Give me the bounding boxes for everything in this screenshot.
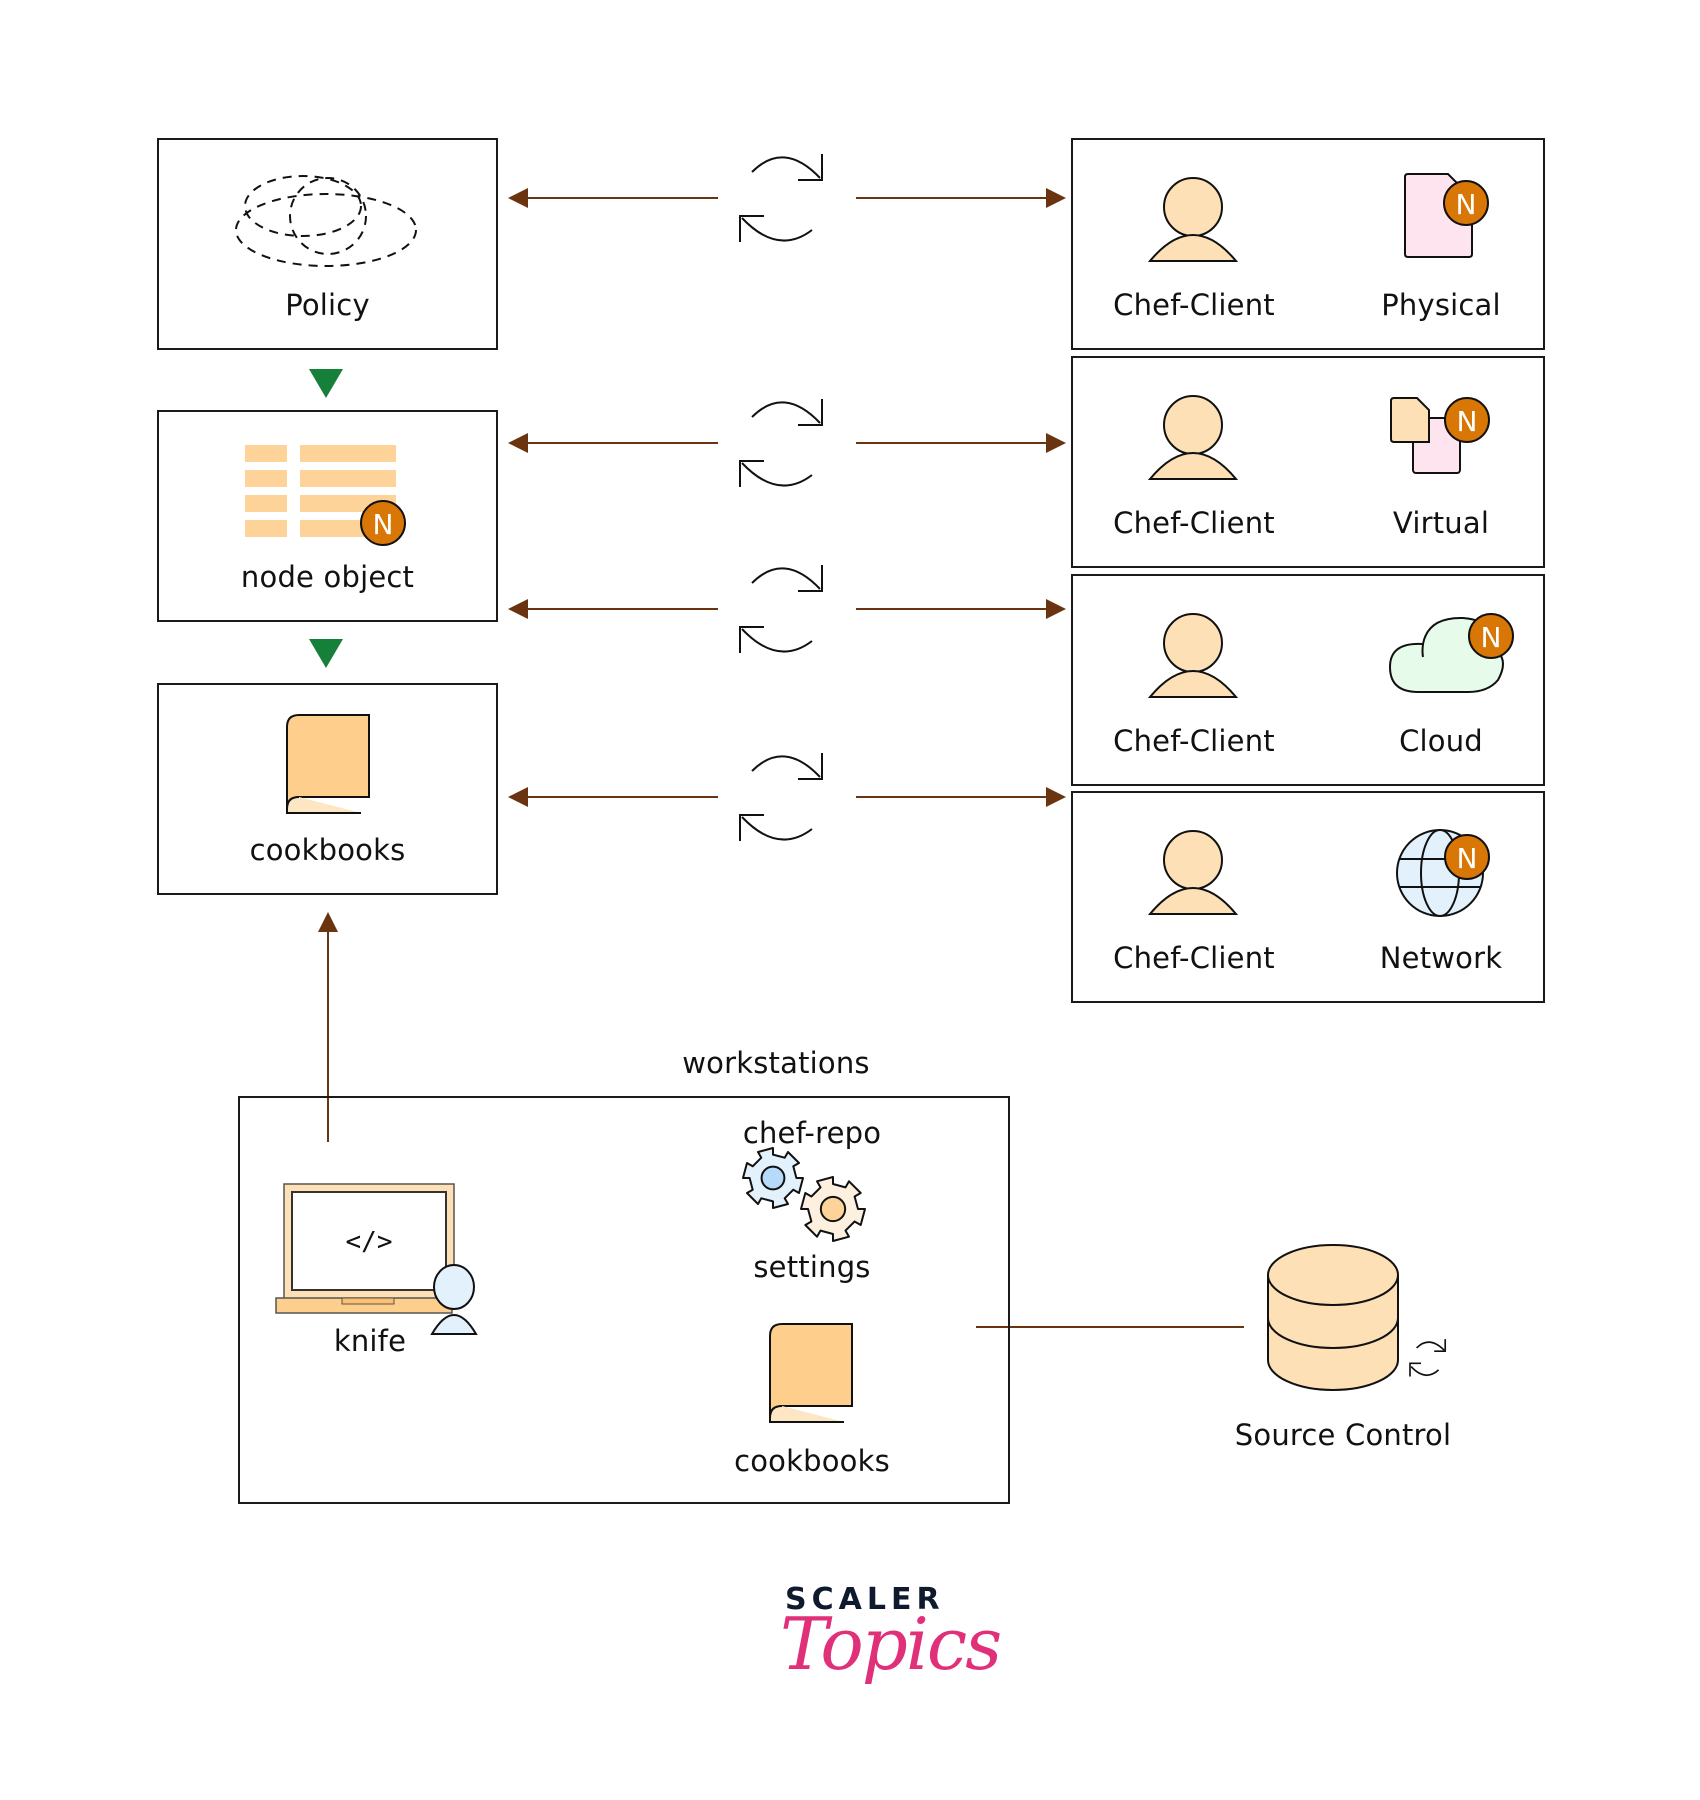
cloud-icon: N: [1388, 613, 1514, 693]
node-box-virtual[interactable]: Chef-Client N Virtual: [1071, 356, 1545, 568]
settings-gears-icon: [742, 1147, 866, 1242]
virtual-documents-icon: N: [1390, 397, 1490, 474]
user-person-icon: [430, 1264, 478, 1335]
node-box-network[interactable]: Chef-Client N Network: [1071, 791, 1545, 1003]
chef-client-label: Chef-Client: [1113, 724, 1275, 758]
sync-icon: [739, 753, 823, 841]
cookbooks-box[interactable]: cookbooks: [157, 683, 498, 895]
svg-text:N: N: [1457, 405, 1478, 438]
svg-text:N: N: [1481, 621, 1502, 654]
cookbooks-label: cookbooks: [249, 833, 406, 867]
chef-repo-label: chef-repo: [742, 1116, 882, 1150]
node-object-label: node object: [240, 560, 415, 594]
sync-icon: [739, 399, 823, 487]
chef-client-label: Chef-Client: [1113, 288, 1275, 322]
sync-icon: [739, 154, 823, 242]
svg-text:N: N: [1456, 188, 1477, 221]
workstations-title: workstations: [682, 1046, 870, 1080]
chef-client-label: Chef-Client: [1113, 506, 1275, 540]
policy-box[interactable]: Policy: [157, 138, 498, 350]
sync-icon: [1409, 1339, 1447, 1377]
flow-down-triangle-1: [309, 369, 343, 398]
settings-label: settings: [753, 1250, 871, 1284]
sync-icon: [739, 565, 823, 653]
svg-text:</>: </>: [346, 1227, 393, 1257]
node-badge-icon: N: [1444, 397, 1490, 443]
chef-client-person-icon: [1147, 177, 1239, 262]
source-control-database-icon[interactable]: [1260, 1240, 1460, 1400]
settings-gear-blue-icon: [742, 1147, 804, 1209]
settings-gear-orange-icon: [800, 1176, 866, 1242]
node-badge-icon: N: [1443, 180, 1489, 226]
brand-scaler: SCALER: [785, 1582, 945, 1617]
node-badge-icon: N: [1468, 613, 1514, 659]
node-box-physical[interactable]: Chef-Client N Physical: [1071, 138, 1545, 350]
flow-down-triangle-2: [309, 639, 343, 668]
physical-label: Physical: [1381, 288, 1501, 322]
network-label: Network: [1379, 941, 1503, 975]
cookbook-book-icon: [286, 714, 370, 814]
node-object-box[interactable]: N node object: [157, 410, 498, 622]
chef-client-person-icon: [1147, 830, 1239, 915]
globe-icon: N: [1396, 829, 1490, 917]
repo-cookbooks-label: cookbooks: [734, 1444, 890, 1478]
chef-client-person-icon: [1147, 395, 1239, 480]
workstations-box: </> knife chef-repo settings cookbooks: [238, 1096, 1010, 1504]
chef-client-label: Chef-Client: [1113, 941, 1275, 975]
physical-document-icon: N: [1404, 173, 1489, 258]
svg-text:N: N: [1457, 842, 1478, 875]
knife-laptop-icon: </>: [275, 1183, 478, 1335]
brand-topics: Topics: [780, 1602, 1002, 1686]
virtual-label: Virtual: [1392, 506, 1490, 540]
chef-client-person-icon: [1147, 613, 1239, 698]
node-box-cloud[interactable]: Chef-Client N Cloud: [1071, 574, 1545, 786]
knife-label: knife: [333, 1324, 407, 1358]
node-badge-icon: N: [1444, 834, 1490, 880]
policy-label: Policy: [285, 288, 370, 322]
svg-text:N: N: [373, 508, 394, 541]
cloud-label: Cloud: [1399, 724, 1483, 758]
source-control-label: Source Control: [1234, 1418, 1452, 1452]
repo-cookbook-book-icon: [769, 1323, 853, 1423]
node-badge-icon: N: [360, 500, 406, 546]
policy-icon: [235, 175, 417, 267]
node-object-list-icon: N: [245, 445, 406, 546]
